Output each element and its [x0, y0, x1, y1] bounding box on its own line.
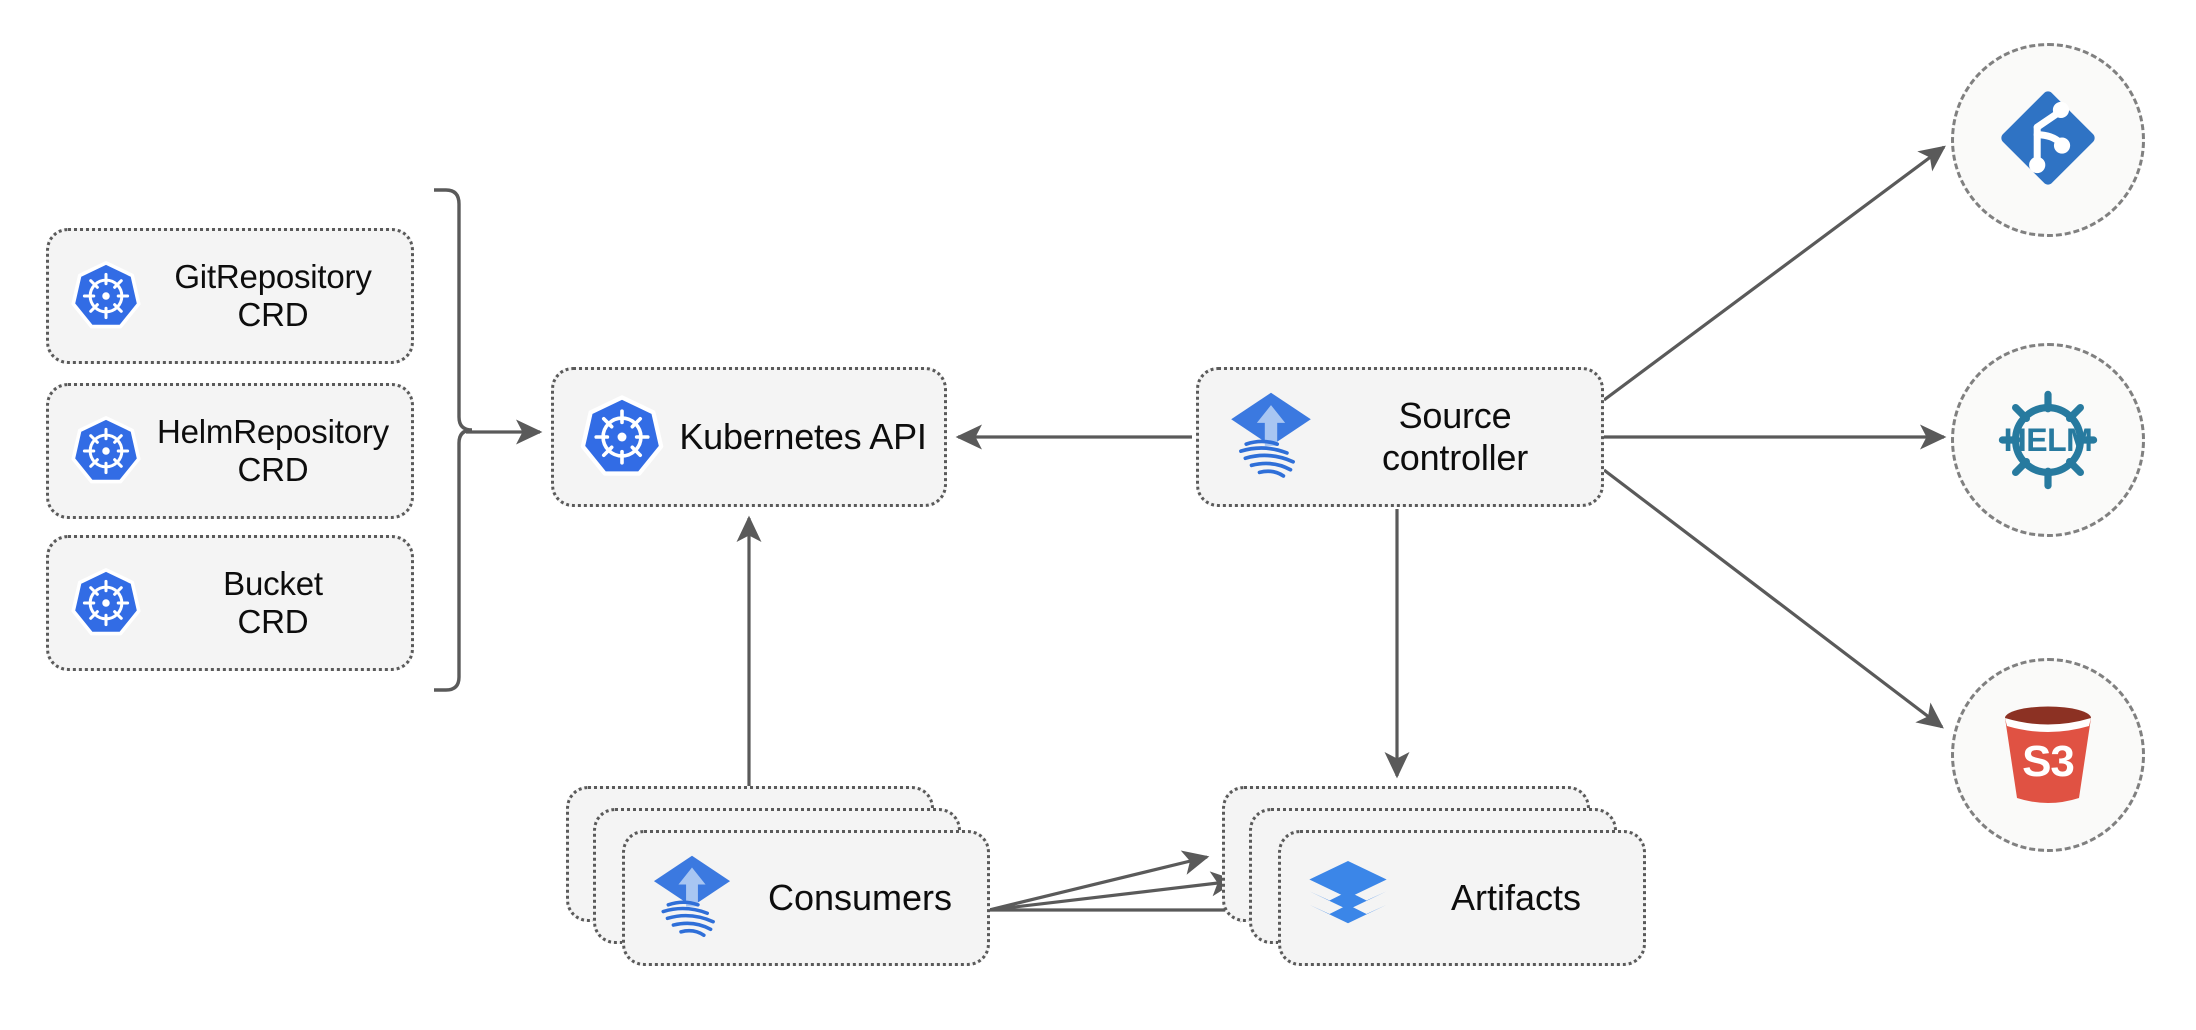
node-kubernetes-api[interactable]: Kubernetes API — [551, 367, 947, 507]
node-label: Artifacts — [1450, 877, 1582, 918]
node-gitrepository-crd[interactable]: GitRepository CRD — [46, 228, 414, 364]
node-label: Kubernetes API — [679, 416, 927, 458]
crd-bracket — [434, 188, 473, 692]
layers-icon — [1297, 856, 1399, 940]
backend-helm[interactable]: HELM — [1951, 343, 2145, 537]
edge-consumers-to-artifact-1 — [988, 850, 1210, 912]
helm-icon: HELM — [1988, 380, 2108, 500]
node-consumers[interactable]: Consumers — [566, 786, 996, 968]
kubernetes-icon — [572, 394, 672, 480]
artifacts-card-front[interactable]: Artifacts — [1278, 830, 1646, 966]
node-label: Bucket CRD — [223, 564, 323, 640]
consumers-card-front[interactable]: Consumers — [622, 830, 990, 966]
s3-wordmark: S3 — [2022, 737, 2075, 786]
node-label: Source controller — [1381, 395, 1529, 478]
s3-icon: S3 — [1993, 704, 2103, 806]
node-label: Consumers — [767, 877, 953, 918]
edge-source-to-s3 — [1603, 468, 1944, 729]
edge-source-to-git — [1603, 145, 1946, 402]
git-icon — [1994, 84, 2102, 197]
node-bucket-crd[interactable]: Bucket CRD — [46, 535, 414, 671]
node-source-controller[interactable]: Source controller — [1196, 367, 1604, 507]
kubernetes-icon — [63, 415, 149, 487]
helm-wordmark: HELM — [2003, 421, 2093, 458]
node-artifacts[interactable]: Artifacts — [1222, 786, 1652, 968]
edge-consumers-to-artifact-2 — [988, 871, 1238, 912]
node-label: GitRepository CRD — [174, 257, 372, 333]
backend-s3[interactable]: S3 — [1951, 658, 2145, 852]
kubernetes-icon — [63, 567, 149, 639]
node-helmrepository-crd[interactable]: HelmRepository CRD — [46, 383, 414, 519]
kubernetes-icon — [63, 260, 149, 332]
flux-icon — [641, 854, 743, 942]
backend-git[interactable] — [1951, 43, 2145, 237]
flux-icon — [1219, 391, 1323, 483]
node-label: HelmRepository CRD — [157, 412, 389, 488]
